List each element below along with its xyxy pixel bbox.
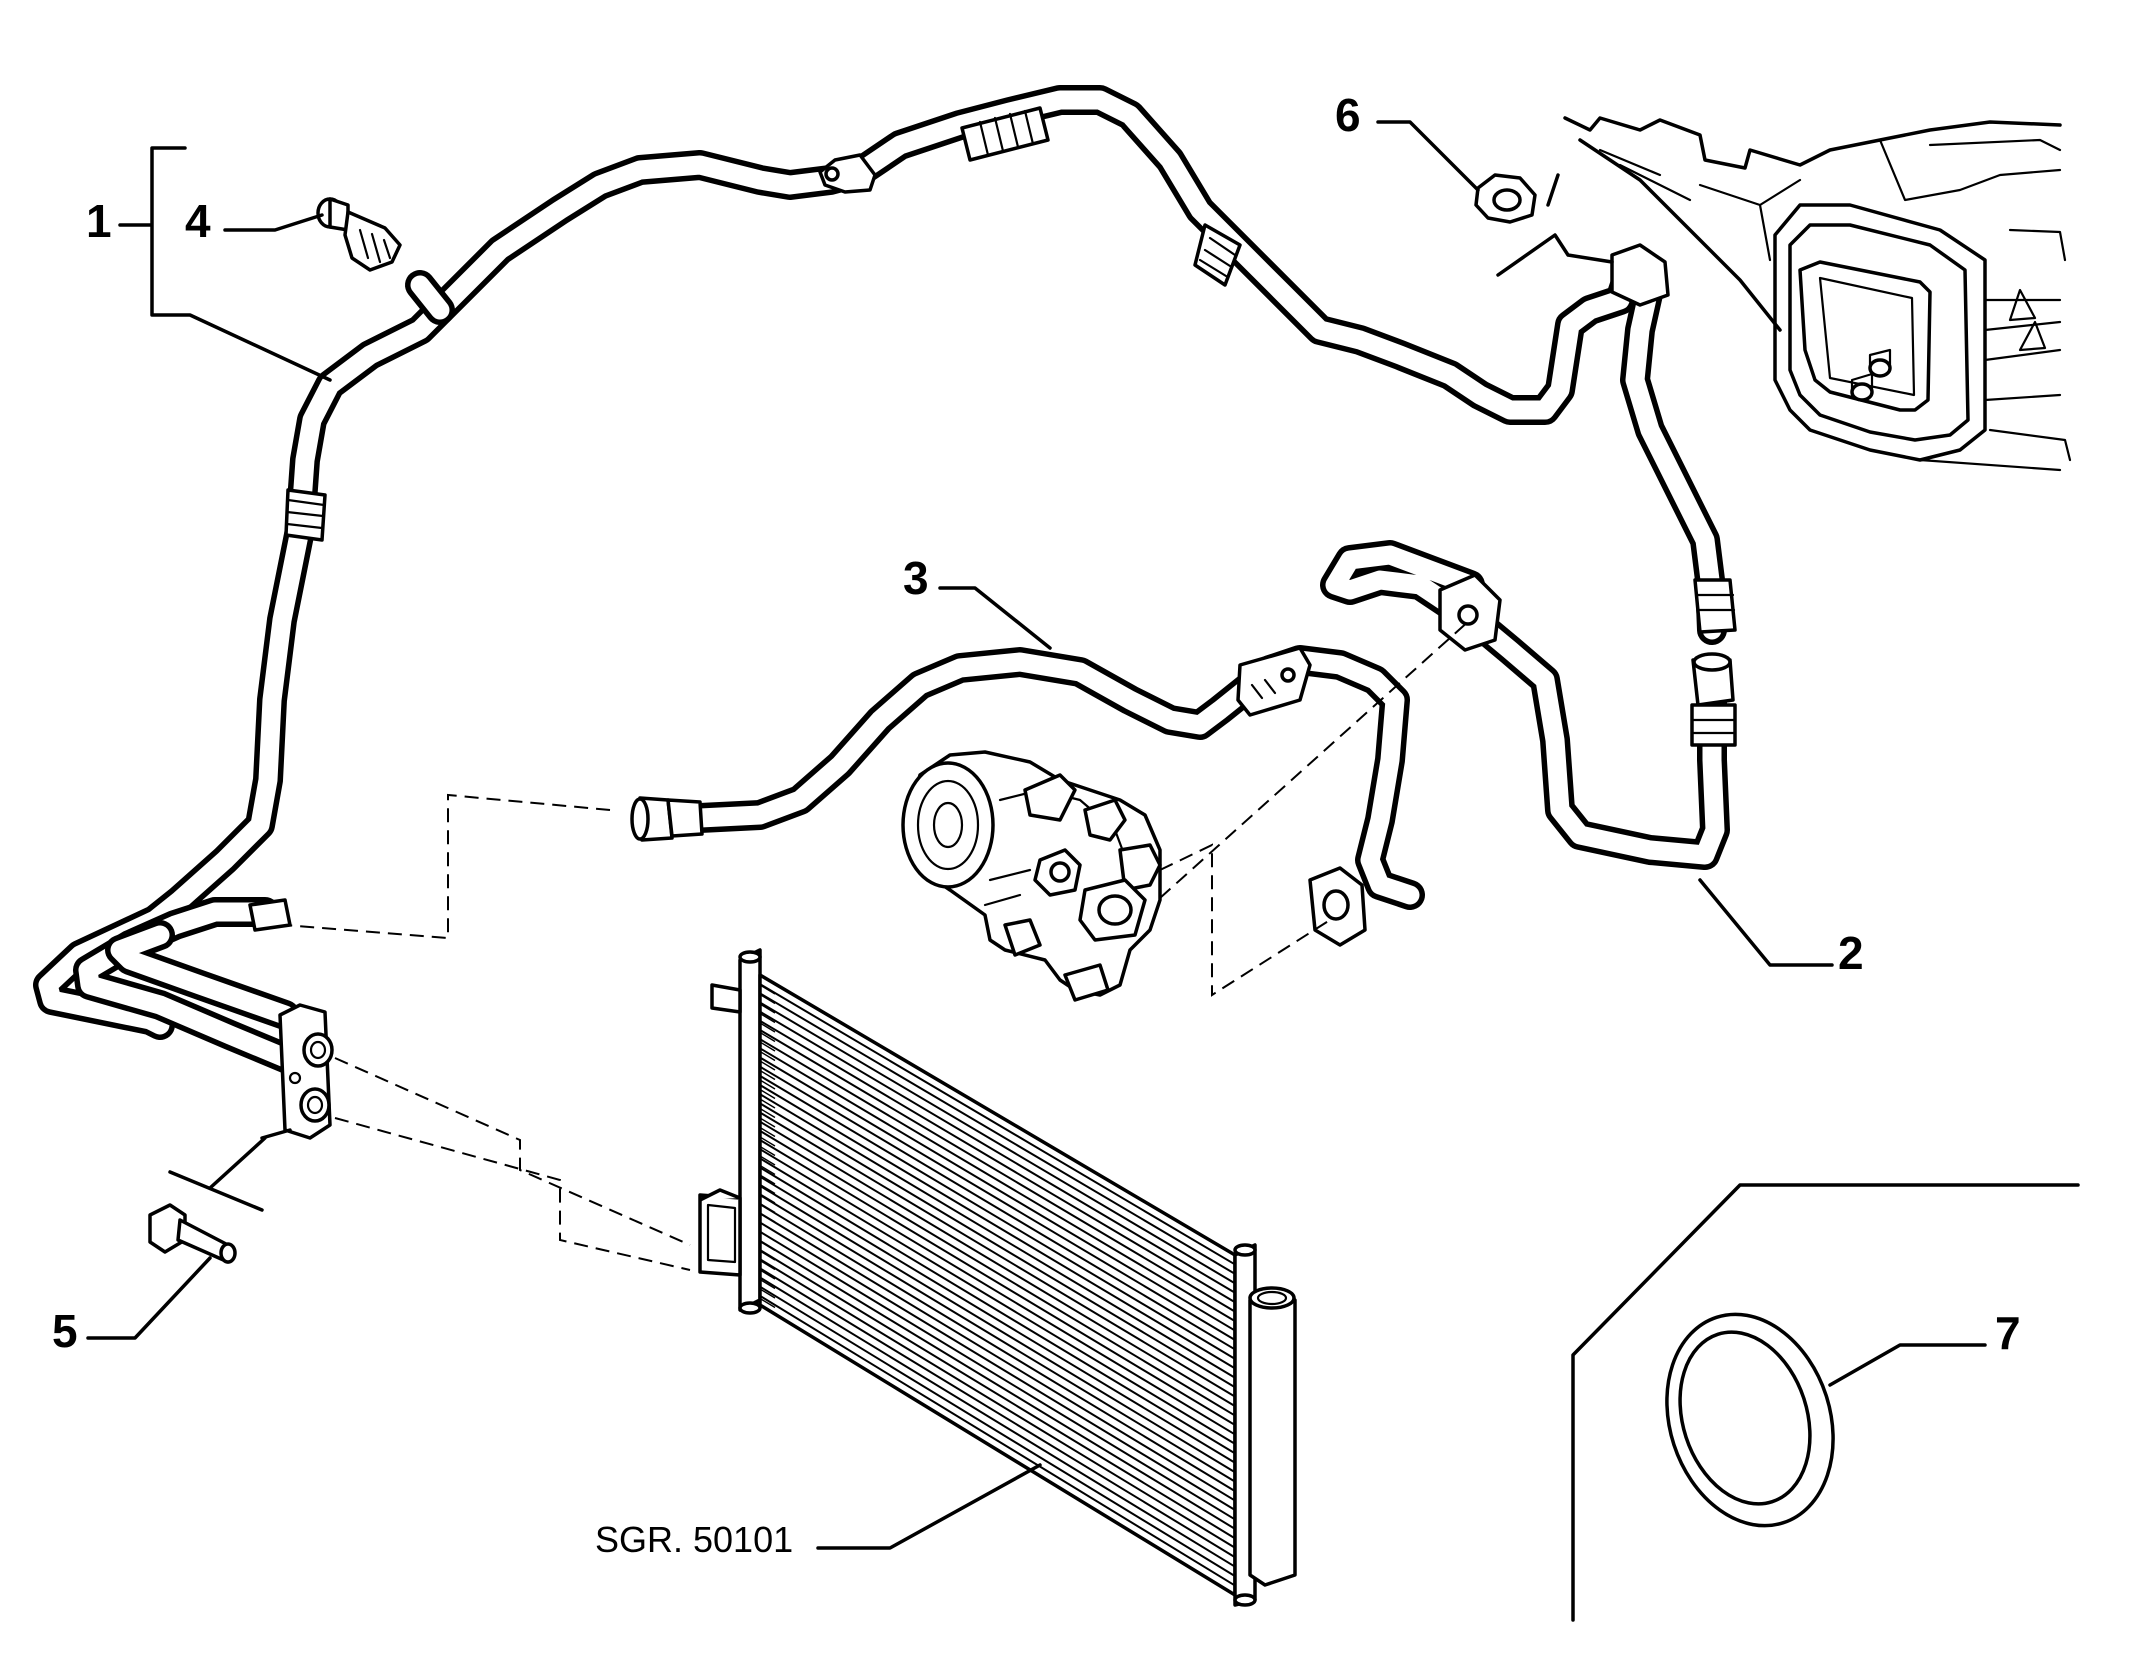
o-ring-7: [1571, 1183, 2080, 1622]
condenser-fin-tick: [759, 1240, 776, 1252]
condenser-fin-line: [759, 1029, 1236, 1313]
condenser-fin-line: [759, 1212, 1236, 1502]
condenser-fins: [759, 974, 1236, 1596]
condenser-fin-tick: [759, 1297, 776, 1309]
condenser-fin-line: [759, 1102, 1236, 1389]
condenser-fin-line: [759, 1184, 1236, 1474]
callout-6: 6: [1335, 89, 1361, 141]
condenser-fin-line: [759, 1038, 1236, 1322]
condenser-fin-tick: [759, 1069, 776, 1081]
condenser-fin-line: [759, 1129, 1236, 1417]
hose-assembly-3: [630, 645, 1425, 947]
condenser-fin-line: [759, 1019, 1236, 1304]
condenser-fin-tick: [759, 1164, 776, 1176]
condenser-fin-line: [759, 992, 1236, 1275]
nut-6: [1474, 173, 1537, 224]
condenser-fin-line: [759, 1194, 1236, 1483]
reference-label: SGR. 50101: [595, 1519, 794, 1560]
condenser-fin-tick: [759, 1107, 776, 1119]
condenser-fin-line: [759, 1074, 1236, 1360]
condenser-fin-tick: [759, 1259, 776, 1271]
manifold-block: [278, 1003, 334, 1140]
condenser-fin-line: [759, 1056, 1236, 1341]
hose-assembly-2: [1320, 540, 1737, 870]
condenser-fin-line: [759, 1203, 1236, 1492]
condenser-fin-line: [759, 1093, 1236, 1379]
condenser-fin-line: [759, 1148, 1236, 1436]
condenser-fin-tick: [759, 1221, 776, 1233]
ferrule: [284, 488, 327, 542]
ferrule: [1193, 223, 1242, 287]
callout-1: 1: [86, 195, 112, 247]
condenser-fin-line: [759, 983, 1236, 1266]
condenser-fin-tick: [759, 1269, 776, 1280]
condenser-fin-tick: [759, 1174, 776, 1185]
hose-assembly-1: [33, 85, 1737, 1075]
condenser-fin-tick: [759, 1126, 776, 1138]
condenser-fin-tick: [759, 1003, 776, 1014]
condenser-fin-line: [759, 974, 1236, 1256]
condenser-fin-line: [759, 1166, 1236, 1455]
condenser-fin-line: [759, 1175, 1236, 1464]
condenser-fin-tick: [759, 1278, 776, 1290]
condenser-fin-line: [759, 1267, 1236, 1559]
condenser-fin-tick: [759, 1155, 776, 1166]
condenser-fin-tick: [759, 1288, 776, 1299]
callout-2: 2: [1838, 927, 1864, 979]
assembly-dash-lines: [284, 619, 1471, 1271]
condenser-fin-line: [759, 1258, 1236, 1549]
condenser-fin-tick: [759, 984, 776, 995]
condenser-fin-line: [759, 1239, 1236, 1530]
callout-5: 5: [52, 1305, 78, 1357]
callout-4: 4: [185, 195, 211, 247]
condenser-fin-tick: [759, 1117, 776, 1128]
callout-3: 3: [903, 552, 929, 604]
condenser-fin-tick: [759, 1136, 776, 1147]
condenser-fin-tick: [759, 1250, 776, 1261]
condenser-fin-line: [759, 1249, 1236, 1540]
condenser-fin-line: [759, 1065, 1236, 1351]
bolt-5: [148, 1203, 237, 1264]
condenser-fin-tick: [759, 1031, 776, 1043]
condenser-fin-tick: [759, 1050, 776, 1062]
condenser-fin-tick: [759, 1060, 776, 1071]
valve-cap-4: [316, 197, 402, 272]
condenser-fin-line: [759, 1304, 1236, 1596]
condenser-fin-line: [759, 1120, 1236, 1407]
condenser-fin-line: [759, 1294, 1236, 1587]
condenser-fin-tick: [759, 993, 776, 1005]
condenser-fin-tick: [759, 1193, 776, 1204]
condenser-fin-line: [759, 1276, 1236, 1568]
condenser-fin-tick: [759, 1145, 776, 1157]
condenser-fin-line: [759, 1047, 1236, 1332]
condenser-fin-line: [759, 1010, 1236, 1294]
ferrule: [960, 106, 1050, 162]
condenser-fin-tick: [759, 1079, 776, 1090]
condenser-fin-tick: [759, 1022, 776, 1033]
condenser-fin-tick: [759, 1088, 776, 1100]
heater-housing: [1563, 116, 2072, 472]
callout-7: 7: [1995, 1307, 2021, 1359]
condenser-fin-tick: [759, 1012, 776, 1024]
condenser-fin-tick: [759, 1231, 776, 1242]
condenser-fin-line: [759, 1084, 1236, 1370]
condenser-fin-tick: [759, 1212, 776, 1223]
condenser-fin-line: [759, 1221, 1236, 1511]
condenser-fin-tick: [759, 1202, 776, 1214]
condenser-fin-line: [759, 1230, 1236, 1521]
condenser-fin-line: [759, 1001, 1236, 1285]
condenser-fin-tick: [759, 1041, 776, 1052]
condenser-fin-line: [759, 1285, 1236, 1577]
condenser: [698, 948, 1297, 1607]
condenser-fin-line: [759, 1111, 1236, 1398]
condenser-fin-tick: [759, 1183, 776, 1195]
condenser-fin-tick: [759, 1098, 776, 1109]
condenser-fin-line: [759, 1157, 1236, 1445]
leader-lines: [86, 120, 1987, 1550]
compressor: [901, 750, 1162, 1002]
condenser-fin-line: [759, 1139, 1236, 1426]
